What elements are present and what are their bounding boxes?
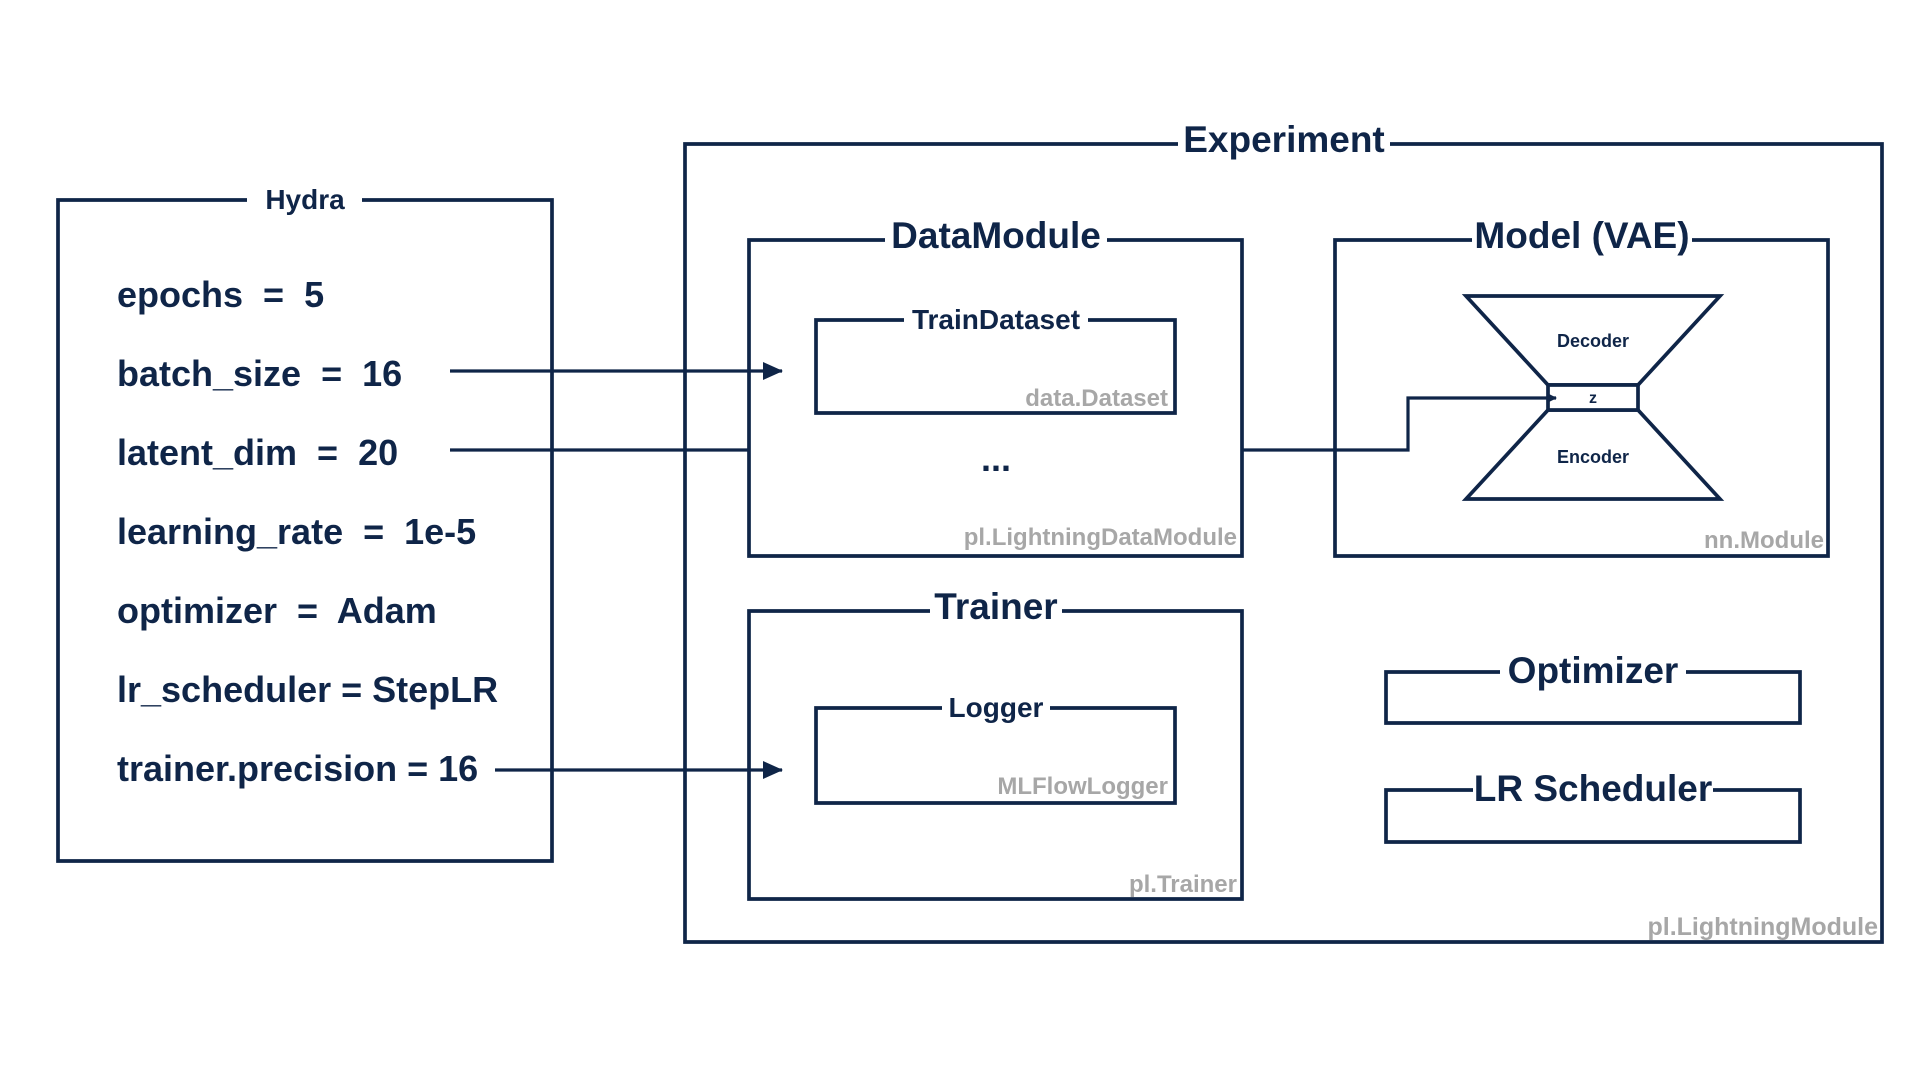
lr-scheduler-box: LR Scheduler [1384, 768, 1802, 844]
vae-hourglass: Decoder z Encoder [1461, 294, 1725, 501]
latent-label: z [1589, 390, 1597, 407]
latent-box [1546, 383, 1640, 412]
hydra-param-learning-rate: learning_rate = 1e-5 [117, 511, 476, 552]
hydra-param-batch-size: batch_size = 16 [117, 353, 402, 394]
experiment-title: Experiment [1183, 119, 1385, 160]
optimizer-title: Optimizer [1508, 650, 1679, 691]
logger-class-name: MLFlowLogger [997, 773, 1168, 800]
model-title: Model (VAE) [1474, 215, 1689, 256]
experiment-box: Experiment pl.LightningModule [683, 119, 1884, 944]
connectors [450, 362, 1557, 779]
datamodule-class-name: pl.LightningDataModule [964, 524, 1237, 551]
hydra-title: Hydra [265, 184, 345, 215]
trainer-class-name: pl.Trainer [1129, 871, 1237, 898]
train-dataset-box: TrainDataset data.Dataset [814, 304, 1177, 415]
experiment-class-name: pl.LightningModule [1648, 913, 1879, 941]
datamodule-ellipsis: ... [981, 438, 1011, 479]
hydra-param-optimizer: optimizer = Adam [117, 590, 437, 631]
decoder-label: Decoder [1557, 331, 1629, 351]
model-class-name: nn.Module [1704, 527, 1824, 554]
trainer-box: Trainer pl.Trainer [747, 586, 1244, 901]
train-dataset-title: TrainDataset [912, 304, 1080, 335]
datamodule-title: DataModule [891, 215, 1101, 256]
encoder-label: Encoder [1557, 447, 1629, 467]
model-box: Model (VAE) nn.Module [1333, 215, 1830, 558]
datamodule-box: DataModule pl.LightningDataModule ... [747, 215, 1244, 558]
hydra-config-box: Hydra epochs = 5 batch_size = 16 latent_… [56, 184, 554, 863]
hydra-param-latent-dim: latent_dim = 20 [117, 432, 398, 473]
trainer-title: Trainer [934, 586, 1057, 627]
hydra-param-trainer-precision: trainer.precision = 16 [117, 748, 478, 789]
lr-scheduler-title: LR Scheduler [1474, 768, 1713, 809]
hydra-param-epochs: epochs = 5 [117, 274, 324, 315]
arrow-datamodule-to-latent [1242, 393, 1557, 452]
optimizer-box: Optimizer [1384, 650, 1802, 725]
logger-box: Logger MLFlowLogger [814, 692, 1177, 805]
logger-title: Logger [949, 692, 1044, 723]
train-dataset-class-name: data.Dataset [1025, 385, 1168, 412]
hydra-param-lr-scheduler: lr_scheduler = StepLR [117, 669, 498, 710]
